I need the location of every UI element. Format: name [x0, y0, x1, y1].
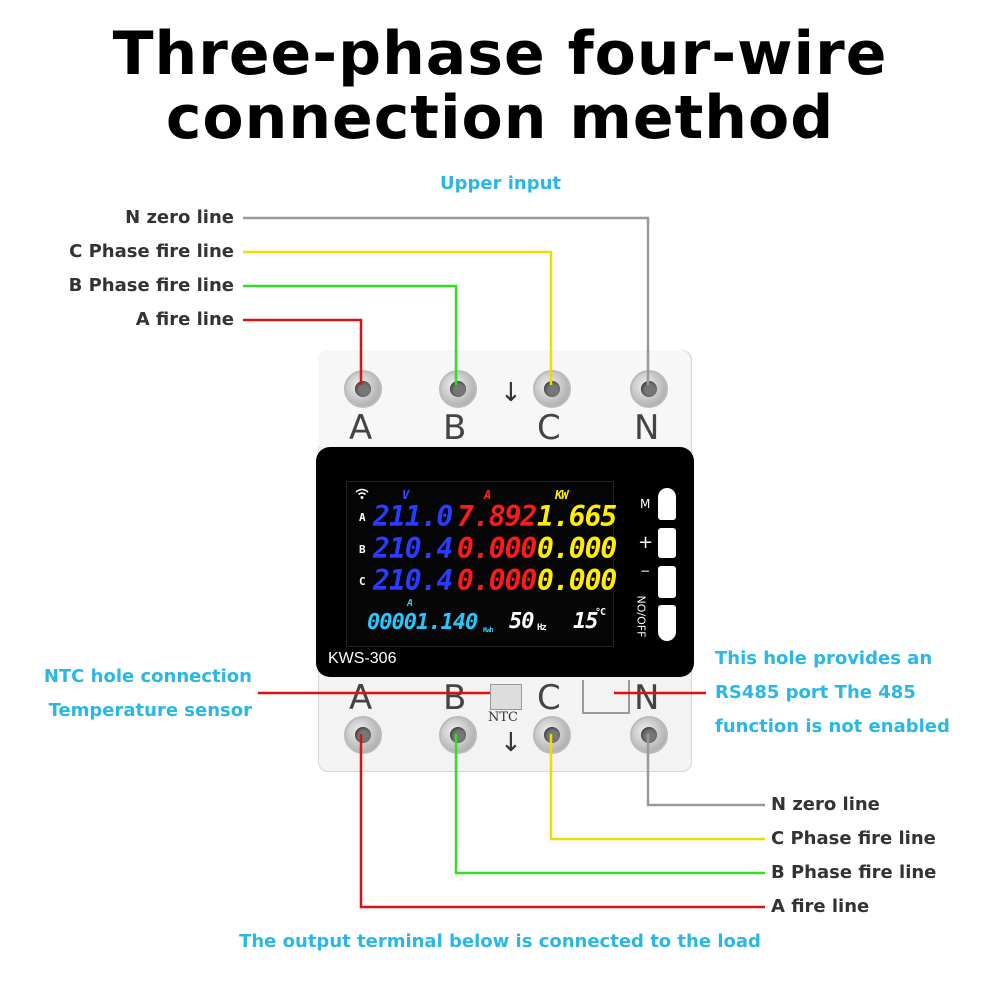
title-line-2: connection method	[165, 83, 835, 153]
terminal-label-a-top: A	[349, 408, 373, 448]
temperature-unit: °C	[595, 607, 606, 618]
screw-icon	[344, 716, 382, 754]
frequency-unit: Hz	[537, 623, 547, 633]
power-a: 1.665	[537, 500, 617, 533]
onoff-button[interactable]	[658, 605, 676, 641]
page-title: Three-phase four-wire connection method	[0, 22, 1000, 150]
plus-button[interactable]	[658, 528, 676, 558]
rs485-label-line-2: RS485 port The 485	[715, 682, 916, 703]
lower-a-label: A fire line	[771, 896, 870, 917]
minus-button[interactable]	[658, 566, 676, 598]
minus-button-label: −	[640, 564, 651, 578]
upper-input-label: Upper input	[440, 173, 562, 194]
lower-c-wire	[549, 734, 765, 841]
phase-b-indicator: B	[359, 543, 366, 556]
arrow-down-icon: ↓	[500, 728, 522, 758]
voltage-a: 211.0	[373, 500, 453, 533]
upper-a-wire	[243, 318, 363, 385]
terminal-label-a-bottom: A	[349, 678, 373, 718]
lower-b-wire	[454, 734, 765, 875]
wifi-icon	[355, 488, 369, 503]
screw-icon	[439, 716, 477, 754]
energy-value: 00001.140	[367, 610, 478, 635]
rs485-label-line-1: This hole provides an	[715, 648, 933, 669]
kw-header: KW	[555, 488, 568, 502]
rs485-port	[582, 680, 630, 714]
frequency-value: 50	[509, 609, 534, 634]
amp-header: A	[484, 488, 491, 502]
temperature-value: 15	[573, 609, 598, 634]
upper-a-label: A fire line	[135, 309, 234, 330]
ntc-label-line-1: NTC hole connection	[43, 666, 252, 687]
m-button[interactable]	[658, 488, 676, 520]
lower-c-label: C Phase fire line	[771, 828, 936, 849]
terminal-label-c-bottom: C	[537, 678, 561, 718]
lower-a-wire	[359, 734, 765, 909]
screw-icon	[344, 370, 382, 408]
upper-n-label: N zero line	[125, 207, 234, 228]
phase-c-indicator: C	[359, 575, 366, 588]
output-note: The output terminal below is connected t…	[239, 931, 761, 952]
upper-n-wire	[243, 216, 650, 385]
upper-c-label: C Phase fire line	[69, 241, 234, 262]
terminal-label-b-bottom: B	[443, 678, 467, 718]
model-label: KWS-306	[328, 650, 397, 667]
terminal-label-c-top: C	[537, 408, 561, 448]
power-b: 0.000	[537, 532, 617, 565]
energy-header: A	[407, 598, 413, 609]
arrow-down-icon: ↓	[500, 378, 522, 408]
terminal-label-b-top: B	[443, 408, 467, 448]
lcd-screen: V A KW A 211.0 7.892 1.665 B 210.4 0.000…	[346, 481, 617, 647]
upper-b-label: B Phase fire line	[68, 275, 234, 296]
rs485-label-line-3: function is not enabled	[715, 716, 950, 737]
m-button-label: M	[640, 497, 651, 511]
upper-b-wire	[243, 284, 458, 385]
lower-n-label: N zero line	[771, 794, 880, 815]
current-c: 0.000	[457, 564, 537, 597]
ntc-hole	[490, 684, 522, 710]
title-line-1: Three-phase four-wire	[112, 19, 888, 89]
current-a: 7.892	[457, 500, 537, 533]
terminal-label-n-top: N	[634, 408, 660, 448]
power-c: 0.000	[537, 564, 617, 597]
current-b: 0.000	[457, 532, 537, 565]
screw-icon	[439, 370, 477, 408]
voltage-b: 210.4	[373, 532, 453, 565]
voltage-c: 210.4	[373, 564, 453, 597]
meter-top-section	[318, 350, 690, 446]
upper-c-wire	[243, 250, 553, 385]
lower-n-wire	[646, 734, 765, 807]
ntc-text: NTC	[488, 710, 518, 725]
ntc-label-line-2: Temperature sensor	[48, 700, 252, 721]
lower-b-label: B Phase fire line	[771, 862, 937, 883]
plus-button-label: +	[638, 532, 654, 553]
phase-a-indicator: A	[359, 511, 366, 524]
terminal-label-n-bottom: N	[634, 678, 660, 718]
volt-header: V	[402, 488, 409, 502]
energy-unit: Kwh	[483, 626, 494, 634]
